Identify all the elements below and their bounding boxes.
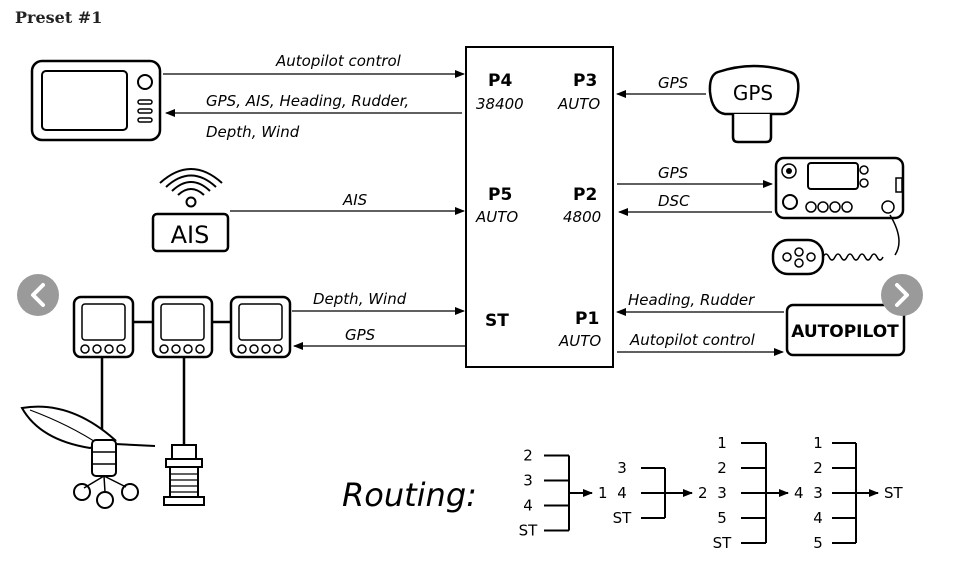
- routing-input-label: 4: [617, 484, 627, 502]
- port-p4-mode: 38400: [476, 95, 524, 113]
- label-gps-in: GPS: [658, 74, 689, 92]
- routing-input-label: 5: [813, 534, 823, 552]
- routing-group-3: 1 2 3 5ST 4: [713, 434, 804, 552]
- label-st-out: GPS: [345, 326, 376, 344]
- routing-input-label: ST: [713, 534, 733, 552]
- routing-input-label: 1: [813, 434, 823, 452]
- autopilot-device-label: AUTOPILOT: [791, 322, 899, 342]
- port-p4-name: P4: [488, 71, 512, 91]
- routing-group-4: 1 2 3 4 5 ST: [813, 434, 903, 552]
- routing-input-label: 3: [717, 484, 727, 502]
- label-vhf-out: GPS: [658, 164, 689, 182]
- port-p3-name: P3: [573, 71, 597, 91]
- label-ais-in: AIS: [342, 191, 368, 209]
- port-p2-name: P2: [573, 185, 597, 205]
- port-p2-mode: 4800: [563, 208, 601, 226]
- routing-group-1: 2 3 4ST 1: [519, 447, 608, 540]
- label-mfd-out-line1: GPS, AIS, Heading, Rudder,: [206, 92, 409, 110]
- ais-device-label: AIS: [171, 221, 210, 249]
- routing-input-label: ST: [613, 509, 633, 527]
- routing-output-label: 4: [794, 484, 804, 502]
- routing-input-label: 4: [813, 509, 823, 527]
- depth-transducer-icon: [163, 444, 205, 506]
- gps-device-label: GPS: [733, 81, 773, 105]
- routing-input-label: 4: [523, 497, 533, 515]
- port-p3-mode: AUTO: [557, 95, 600, 113]
- vhf-radio-icon: [771, 156, 905, 276]
- chevron-right-icon: [895, 283, 909, 307]
- port-p1-name: P1: [575, 309, 599, 329]
- label-mfd-out-line2: Depth, Wind: [206, 123, 300, 141]
- routing-title: Routing:: [342, 476, 477, 514]
- routing-input-label: 5: [717, 509, 727, 527]
- routing-input-label: 3: [813, 484, 823, 502]
- routing-output-label: 1: [598, 484, 608, 502]
- routing-input-label: 2: [523, 447, 533, 465]
- routing-output-label: 2: [698, 484, 708, 502]
- prev-slide-button[interactable]: [17, 274, 59, 316]
- routing-group-2: 3 4ST 2: [613, 459, 708, 527]
- label-mux-to-autopilot: Autopilot control: [629, 331, 756, 349]
- routing-output-label: ST: [884, 484, 904, 502]
- routing-input-label: 1: [717, 434, 727, 452]
- multiplexer-box: [465, 46, 614, 368]
- label-autopilot-control-in: Autopilot control: [275, 52, 402, 70]
- wind-vane-icon: [20, 405, 156, 509]
- label-st-in: Depth, Wind: [313, 290, 407, 308]
- instrument-displays-icon: [72, 295, 292, 445]
- gps-antenna-icon: GPS: [708, 64, 800, 144]
- label-vhf-in: DSC: [658, 192, 690, 210]
- chevron-left-icon: [31, 283, 45, 307]
- page-title: Preset #1: [15, 8, 103, 27]
- autopilot-icon: AUTOPILOT: [785, 303, 906, 357]
- port-p5-name: P5: [488, 185, 512, 205]
- routing-input-label: 3: [617, 459, 627, 477]
- label-autopilot-to-mux: Heading, Rudder: [628, 291, 755, 309]
- port-p5-mode: AUTO: [475, 208, 518, 226]
- ais-receiver-icon: AIS: [151, 168, 230, 253]
- port-p1-mode: AUTO: [558, 332, 601, 350]
- port-st-name: ST: [485, 311, 509, 331]
- routing-input-label: 2: [717, 459, 727, 477]
- chartplotter-icon: [30, 59, 162, 142]
- next-slide-button[interactable]: [881, 274, 923, 316]
- routing-input-label: 2: [813, 459, 823, 477]
- routing-input-label: 3: [523, 472, 533, 490]
- routing-input-label: ST: [519, 522, 539, 540]
